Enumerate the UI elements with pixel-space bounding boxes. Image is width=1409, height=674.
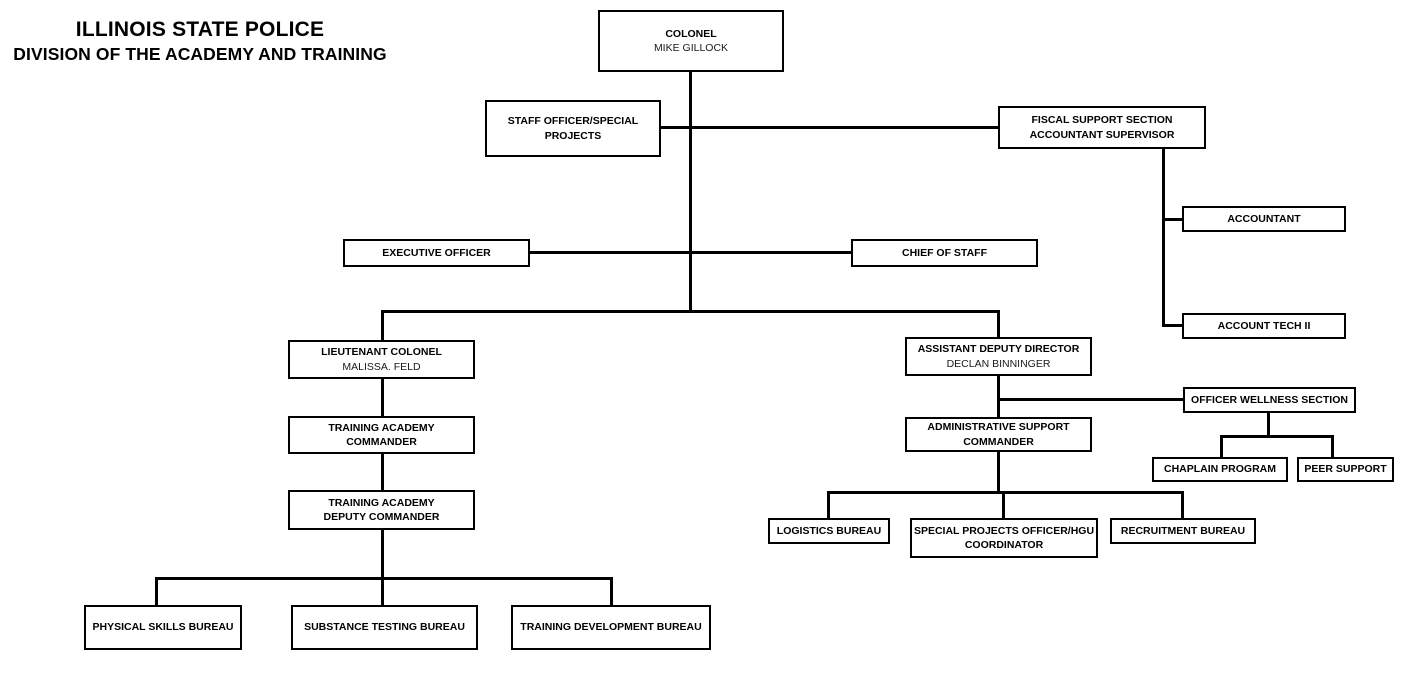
chart-title-block: ILLINOIS STATE POLICE DIVISION OF THE AC… bbox=[0, 18, 400, 65]
node-special-projects-hgu-line2: COORDINATOR bbox=[964, 539, 1044, 551]
connector-drop-assistant-deputy-director bbox=[997, 310, 1000, 337]
connector-main-split-bar bbox=[381, 310, 999, 313]
connector-drop-chaplain-program bbox=[1220, 435, 1223, 457]
node-substance-testing-bureau-title: SUBSTANCE TESTING BUREAU bbox=[304, 621, 465, 634]
connector-admin-split-bar bbox=[827, 491, 1183, 494]
node-chaplain-program-title: CHAPLAIN PROGRAM bbox=[1164, 463, 1276, 476]
node-staff-officer-line2: PROJECTS bbox=[544, 129, 602, 142]
connector-colonel-trunk bbox=[689, 72, 692, 312]
connector-exec-chief bbox=[529, 251, 853, 254]
node-lieutenant-colonel[interactable]: LIEUTENANT COLONEL MALISSA. FELD bbox=[288, 340, 475, 379]
connector-add-to-admin-support bbox=[997, 376, 1000, 417]
node-administrative-support-commander[interactable]: ADMINISTRATIVE SUPPORT COMMANDER bbox=[905, 417, 1092, 452]
node-training-academy-deputy-line2: DEPUTY COMMANDER bbox=[323, 511, 440, 523]
node-training-academy-deputy-line1: TRAINING ACADEMY bbox=[328, 496, 435, 509]
node-admin-support-line1: ADMINISTRATIVE SUPPORT bbox=[927, 421, 1070, 434]
connector-bureau-split-bar bbox=[155, 577, 613, 580]
page-title: ILLINOIS STATE POLICE bbox=[75, 18, 325, 41]
node-chaplain-program[interactable]: CHAPLAIN PROGRAM bbox=[1152, 457, 1288, 482]
connector-fiscal-account-tech bbox=[1162, 324, 1184, 327]
node-accountant[interactable]: ACCOUNTANT bbox=[1182, 206, 1346, 232]
connector-academy-commander-to-deputy bbox=[381, 454, 384, 490]
node-officer-wellness-section-title: OFFICER WELLNESS SECTION bbox=[1191, 393, 1348, 406]
node-executive-officer[interactable]: EXECUTIVE OFFICER bbox=[343, 239, 530, 267]
node-recruitment-bureau-title: RECRUITMENT BUREAU bbox=[1120, 524, 1246, 537]
node-colonel-name: MIKE GILLOCK bbox=[653, 42, 729, 54]
node-lieutenant-colonel-title: LIEUTENANT COLONEL bbox=[321, 346, 442, 359]
node-assistant-deputy-director-title: ASSISTANT DEPUTY DIRECTOR bbox=[917, 343, 1080, 356]
node-officer-wellness-section[interactable]: OFFICER WELLNESS SECTION bbox=[1183, 387, 1356, 413]
connector-drop-lieutenant-colonel bbox=[381, 310, 384, 340]
node-substance-testing-bureau[interactable]: SUBSTANCE TESTING BUREAU bbox=[291, 605, 478, 650]
connector-drop-peer-support bbox=[1331, 435, 1334, 457]
node-training-development-bureau[interactable]: TRAINING DEVELOPMENT BUREAU bbox=[511, 605, 711, 650]
node-staff-officer-special-projects[interactable]: STAFF OFFICER/SPECIAL PROJECTS bbox=[485, 100, 661, 157]
node-accountant-title: ACCOUNTANT bbox=[1227, 212, 1301, 225]
node-account-tech-title: ACCOUNT TECH II bbox=[1217, 319, 1311, 332]
node-assistant-deputy-director[interactable]: ASSISTANT DEPUTY DIRECTOR DECLAN BINNING… bbox=[905, 337, 1092, 376]
node-training-academy-commander-line1: TRAINING ACADEMY bbox=[328, 421, 435, 434]
node-training-academy-deputy-commander[interactable]: TRAINING ACADEMY DEPUTY COMMANDER bbox=[288, 490, 475, 530]
node-training-academy-commander[interactable]: TRAINING ACADEMY COMMANDER bbox=[288, 416, 475, 454]
connector-wellness-trunk bbox=[1267, 413, 1270, 436]
node-lieutenant-colonel-name: MALISSA. FELD bbox=[342, 360, 421, 373]
connector-drop-training-development bbox=[610, 577, 613, 605]
connector-drop-special-projects bbox=[1002, 491, 1005, 518]
node-chief-of-staff[interactable]: CHIEF OF STAFF bbox=[851, 239, 1038, 267]
node-peer-support-title: PEER SUPPORT bbox=[1304, 463, 1387, 476]
connector-wellness-split-bar bbox=[1220, 435, 1333, 438]
node-logistics-bureau-title: LOGISTICS BUREAU bbox=[776, 524, 882, 537]
node-special-projects-officer-hgu-coordinator[interactable]: SPECIAL PROJECTS OFFICER/HGU COORDINATOR bbox=[910, 518, 1098, 558]
node-chief-of-staff-title: CHIEF OF STAFF bbox=[902, 246, 987, 259]
connector-admin-support-trunk bbox=[997, 452, 1000, 492]
connector-staff-fiscal bbox=[659, 126, 1000, 129]
node-physical-skills-bureau[interactable]: PHYSICAL SKILLS BUREAU bbox=[84, 605, 242, 650]
connector-fiscal-trunk bbox=[1162, 149, 1165, 326]
page-subtitle: DIVISION OF THE ACADEMY AND TRAINING bbox=[13, 44, 387, 65]
connector-deputy-to-bureaus-trunk bbox=[381, 530, 384, 578]
node-physical-skills-bureau-title: PHYSICAL SKILLS BUREAU bbox=[92, 621, 234, 634]
node-logistics-bureau[interactable]: LOGISTICS BUREAU bbox=[768, 518, 890, 544]
node-assistant-deputy-director-name: DECLAN BINNINGER bbox=[946, 357, 1051, 370]
node-recruitment-bureau[interactable]: RECRUITMENT BUREAU bbox=[1110, 518, 1256, 544]
connector-fiscal-accountant bbox=[1162, 218, 1184, 221]
connector-ltcol-to-academy-commander bbox=[381, 379, 384, 416]
connector-add-to-officer-wellness bbox=[997, 398, 1184, 401]
node-admin-support-line2: COMMANDER bbox=[963, 435, 1034, 448]
connector-drop-substance-testing bbox=[381, 577, 384, 605]
connector-drop-recruitment-bureau bbox=[1181, 491, 1184, 518]
connector-drop-logistics-bureau bbox=[827, 491, 830, 518]
node-fiscal-support-section[interactable]: FISCAL SUPPORT SECTION ACCOUNTANT SUPERV… bbox=[998, 106, 1206, 149]
node-training-academy-commander-line2: COMMANDER bbox=[346, 436, 417, 448]
node-colonel-title: COLONEL bbox=[665, 27, 717, 40]
node-special-projects-hgu-line1: SPECIAL PROJECTS OFFICER/HGU bbox=[913, 524, 1095, 537]
node-fiscal-support-line2: ACCOUNTANT SUPERVISOR bbox=[1029, 128, 1175, 141]
node-account-tech-ii[interactable]: ACCOUNT TECH II bbox=[1182, 313, 1346, 339]
node-training-development-bureau-title: TRAINING DEVELOPMENT BUREAU bbox=[520, 621, 702, 634]
node-fiscal-support-line1: FISCAL SUPPORT SECTION bbox=[1031, 114, 1173, 127]
node-peer-support[interactable]: PEER SUPPORT bbox=[1297, 457, 1394, 482]
connector-drop-physical-skills bbox=[155, 577, 158, 605]
node-executive-officer-title: EXECUTIVE OFFICER bbox=[382, 246, 491, 259]
node-staff-officer-line1: STAFF OFFICER/SPECIAL bbox=[507, 115, 639, 128]
node-colonel[interactable]: COLONEL MIKE GILLOCK bbox=[598, 10, 784, 72]
